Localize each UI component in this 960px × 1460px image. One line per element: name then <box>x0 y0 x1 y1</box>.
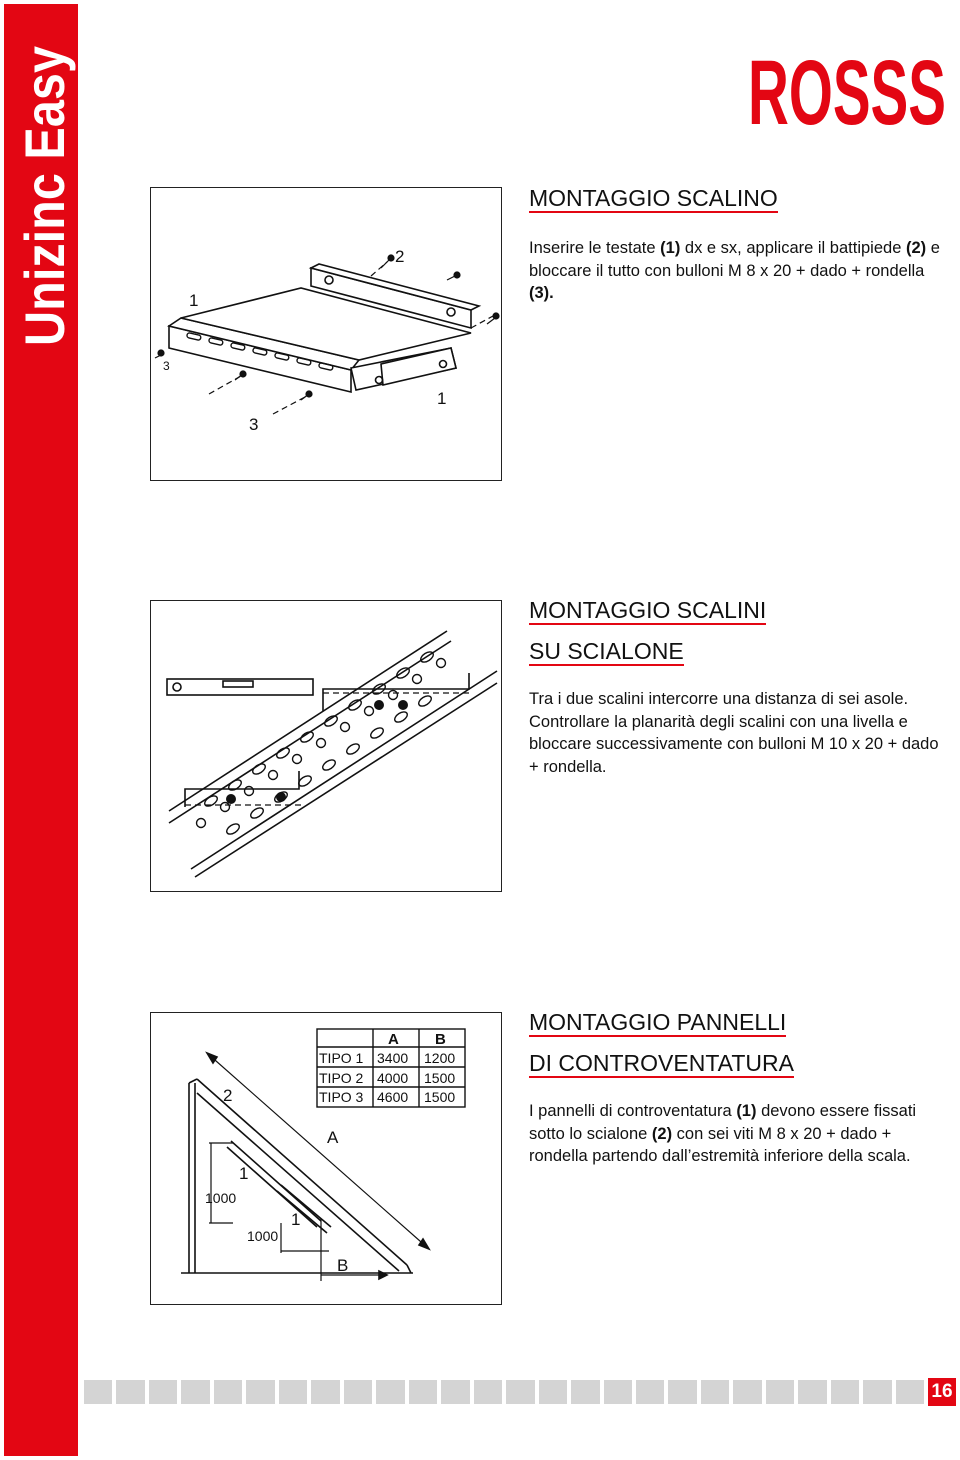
footer-cell <box>700 1380 730 1404</box>
figure-label-1-upper: 1 <box>239 1164 248 1183</box>
footer-cell <box>278 1380 308 1404</box>
section-title-line: MONTAGGIO PANNELLI <box>529 1009 787 1037</box>
body-text-bold: (1) <box>736 1102 757 1120</box>
section-title-line: MONTAGGIO SCALINO <box>529 185 778 213</box>
footer-cell <box>473 1380 503 1404</box>
body-text-bold: (3). <box>529 284 554 302</box>
section-body: Tra i due scalini intercorre una distanz… <box>529 688 949 778</box>
footer-cell <box>311 1380 340 1404</box>
body-text: con sei viti M 8 x 20 + dado + rondella … <box>529 1124 911 1166</box>
body-text-bold: (1) <box>660 239 681 257</box>
body-text-bold: (2) <box>905 239 927 257</box>
body-text: Tra i due scalini intercorre una distanz… <box>529 690 939 776</box>
table-row-2-a: 4000 <box>377 1070 408 1086</box>
body-text: devono essere fissati sotto lo scialone <box>529 1102 917 1143</box>
footer-cell <box>863 1380 892 1404</box>
footer-cell <box>733 1380 762 1404</box>
footer-cell <box>635 1380 665 1404</box>
table-row-3-a: 4600 <box>377 1089 408 1105</box>
footer-cell <box>668 1380 697 1404</box>
table-row-3-b: 1500 <box>424 1089 455 1105</box>
body-text: Inserire le testate <box>529 239 661 257</box>
table-row-1-b: 1200 <box>424 1050 455 1066</box>
figure-label-3-bottom: 3 <box>249 415 258 434</box>
footer-cell <box>538 1380 568 1404</box>
table-header-a: A <box>388 1031 399 1048</box>
footer-cell <box>148 1380 178 1404</box>
table-row-3-type: TIPO 3 <box>319 1089 364 1105</box>
dimension-horizontal: 1000 <box>247 1228 278 1244</box>
figure-label-1-lower: 1 <box>291 1210 300 1229</box>
body-text-bold: (2) <box>651 1124 673 1143</box>
footer-cell <box>830 1380 860 1404</box>
footer-cell <box>213 1380 243 1404</box>
section-bracing-panels: MONTAGGIO PANNELLI DI CONTROVENTATURA I p… <box>529 1004 949 1168</box>
footer-cell <box>798 1380 827 1404</box>
body-text: e bloccare il tutto con bulloni M 8 x 20… <box>529 239 940 280</box>
bracing-panels-figure: A B TIPO 1 3400 1200 TIPO 2 4000 1500 TI… <box>150 1012 502 1305</box>
figure-label-a: A <box>327 1128 339 1147</box>
footer-cell <box>84 1380 113 1404</box>
section-title: MONTAGGIO SCALINI SU SCIALONE <box>529 592 949 674</box>
table-row-1-type: TIPO 1 <box>319 1050 364 1066</box>
footer-cell <box>376 1380 405 1404</box>
table-header-b: B <box>435 1031 446 1048</box>
section-title-line: MONTAGGIO SCALINI <box>529 597 767 625</box>
body-text: I pannelli di controventatura <box>529 1102 737 1120</box>
steps-on-stringer-figure <box>150 600 502 892</box>
table-row-2-type: TIPO 2 <box>319 1070 364 1086</box>
section-title-line: DI CONTROVENTATURA <box>529 1050 794 1078</box>
figure-label-1-bottom: 1 <box>437 389 446 408</box>
footer-cell <box>506 1380 535 1404</box>
brand-logo: ROSSS <box>748 42 948 144</box>
footer-cell <box>181 1380 210 1404</box>
figure-label-3-small: 3 <box>163 359 170 373</box>
figure-label-1-left: 1 <box>189 291 198 310</box>
sidebar-band: Unizinc Easy <box>4 4 78 1456</box>
footer-bar <box>84 1380 925 1404</box>
footer-cell <box>571 1380 600 1404</box>
section-title: MONTAGGIO SCALINO <box>529 180 949 221</box>
section-step-assembly: MONTAGGIO SCALINO Inserire le testate (1… <box>529 180 949 305</box>
footer-cell <box>408 1380 438 1404</box>
table-row-2-b: 1500 <box>424 1070 455 1086</box>
section-body: Inserire le testate (1) dx e sx, applica… <box>529 237 949 305</box>
section-title: MONTAGGIO PANNELLI DI CONTROVENTATURA <box>529 1004 949 1086</box>
footer-cell <box>246 1380 275 1404</box>
figure-label-b: B <box>337 1256 348 1275</box>
step-assembly-figure: 1 2 3 3 1 <box>150 187 502 481</box>
footer-cell <box>343 1380 373 1404</box>
footer-cell <box>116 1380 145 1404</box>
table-row-1-a: 3400 <box>377 1050 408 1066</box>
figure-label-2: 2 <box>223 1086 232 1105</box>
section-body: I pannelli di controventatura (1) devono… <box>529 1100 949 1168</box>
footer-cell <box>895 1380 925 1404</box>
brand-logo-text: ROSSS <box>748 42 946 132</box>
figure-label-2: 2 <box>395 247 404 266</box>
page-number: 16 <box>928 1378 956 1406</box>
footer-cell <box>765 1380 795 1404</box>
section-title-line: SU SCIALONE <box>529 638 684 666</box>
section-steps-on-stringer: MONTAGGIO SCALINI SU SCIALONE Tra i due s… <box>529 592 949 778</box>
footer-cell <box>603 1380 632 1404</box>
series-title-text: Unizinc Easy <box>13 46 76 346</box>
footer-cell <box>441 1380 470 1404</box>
series-title: Unizinc Easy <box>4 4 78 354</box>
body-text: dx e sx, applicare il battipiede <box>680 239 906 257</box>
dimension-vertical: 1000 <box>205 1190 236 1206</box>
